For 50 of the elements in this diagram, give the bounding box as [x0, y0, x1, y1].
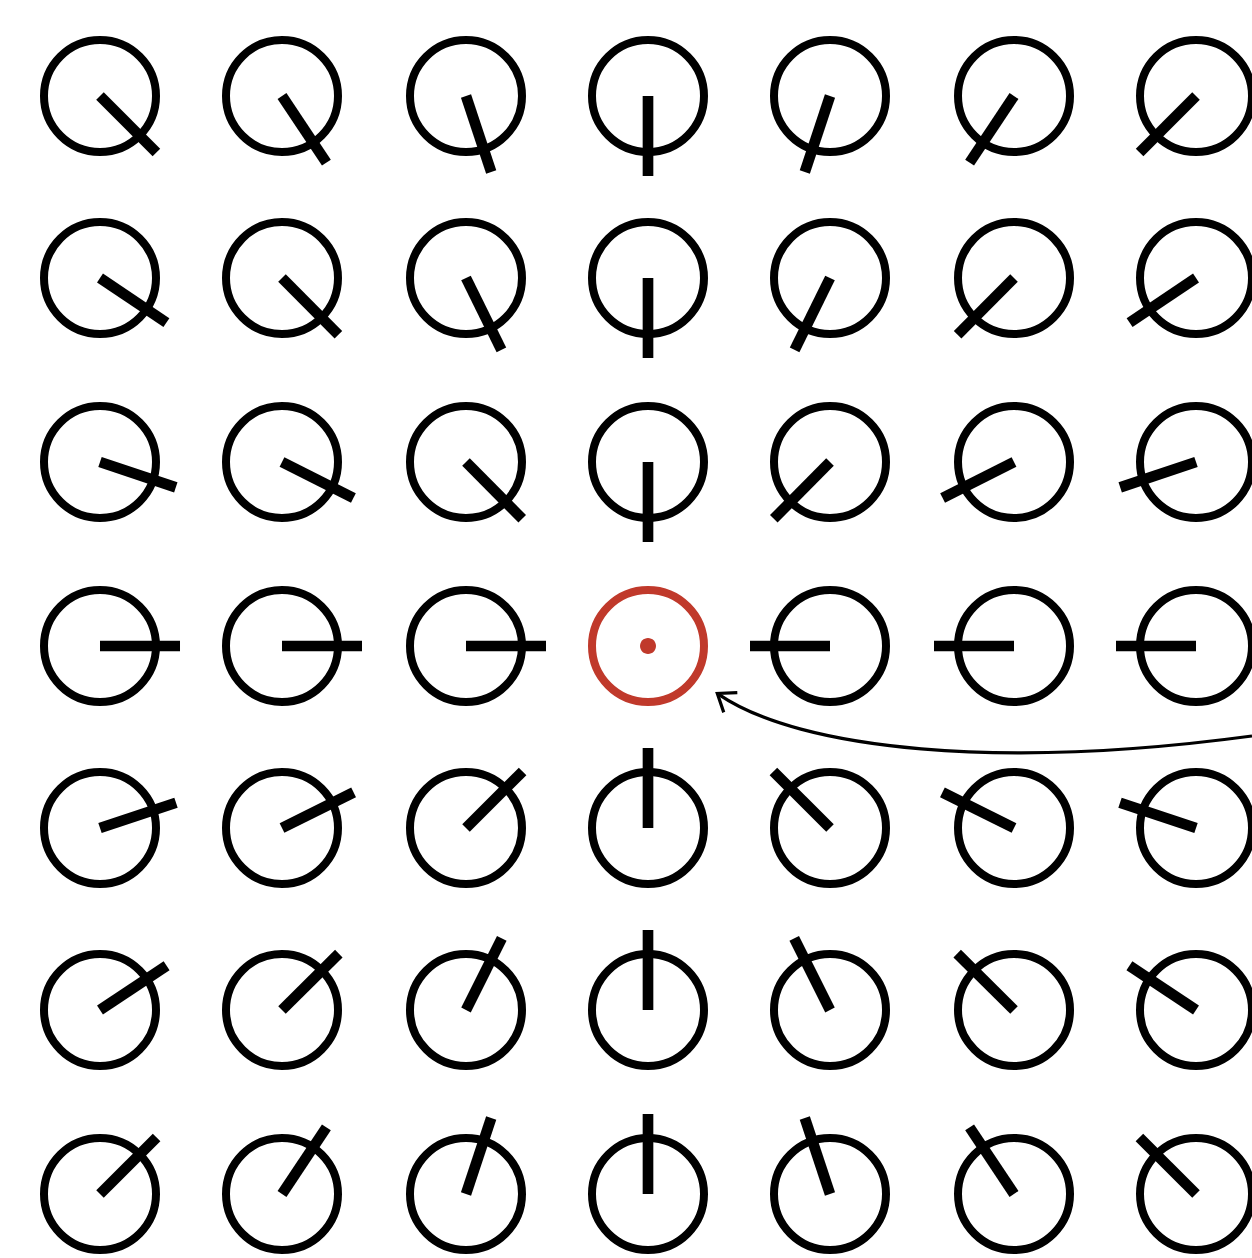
dial-symbol	[770, 218, 890, 353]
dial-symbol	[1118, 768, 1252, 888]
dial-symbol	[770, 936, 890, 1070]
dial-symbol	[953, 949, 1074, 1070]
dial-symbol	[770, 1116, 890, 1254]
dial-symbol	[222, 1124, 342, 1254]
dial-symbol	[222, 768, 356, 888]
dial-symbol	[588, 930, 708, 1070]
dial-symbol	[1116, 586, 1252, 706]
dial-symbol	[588, 402, 708, 542]
dial-symbol	[940, 768, 1074, 888]
dial-symbol	[40, 586, 180, 706]
dial-symbol	[40, 402, 178, 522]
dial-symbol	[222, 586, 362, 706]
dial-symbol	[1135, 36, 1252, 157]
dial-symbol	[1126, 950, 1252, 1070]
dial-symbol	[1126, 218, 1252, 338]
dial-symbol	[40, 768, 178, 888]
dial-symbol	[1118, 402, 1252, 522]
dial-symbol	[222, 218, 343, 339]
dial-symbol	[40, 1133, 161, 1254]
dial-symbol	[406, 218, 526, 353]
dial-symbol	[940, 402, 1074, 522]
dial-symbol	[406, 936, 526, 1070]
dial-symbol	[770, 402, 890, 523]
dial-symbol	[40, 36, 161, 157]
dial-symbol	[406, 767, 527, 888]
dial-symbol	[588, 748, 708, 888]
dial-symbol	[406, 586, 546, 706]
dial-symbol	[406, 36, 526, 174]
dial-symbol	[769, 767, 890, 888]
dial-symbol	[406, 402, 526, 523]
dial-symbol	[588, 1114, 708, 1254]
dial-symbol	[222, 949, 343, 1070]
dial-symbol	[588, 36, 708, 176]
dial-symbol	[954, 1124, 1074, 1254]
dial-symbol	[750, 586, 890, 706]
dial-symbol	[40, 950, 170, 1070]
dial-symbol	[588, 218, 708, 358]
target-circle	[588, 586, 708, 706]
dial-symbol	[222, 36, 342, 166]
arrow	[715, 690, 1252, 755]
dial-symbol	[934, 586, 1074, 706]
dial-symbol	[953, 218, 1074, 339]
dial-symbol	[40, 218, 170, 338]
dial-symbol	[770, 36, 890, 174]
dial-symbol	[222, 402, 356, 522]
dial-symbol	[1135, 1133, 1252, 1254]
dial-symbol	[954, 36, 1074, 166]
dial-symbol	[406, 1116, 526, 1254]
